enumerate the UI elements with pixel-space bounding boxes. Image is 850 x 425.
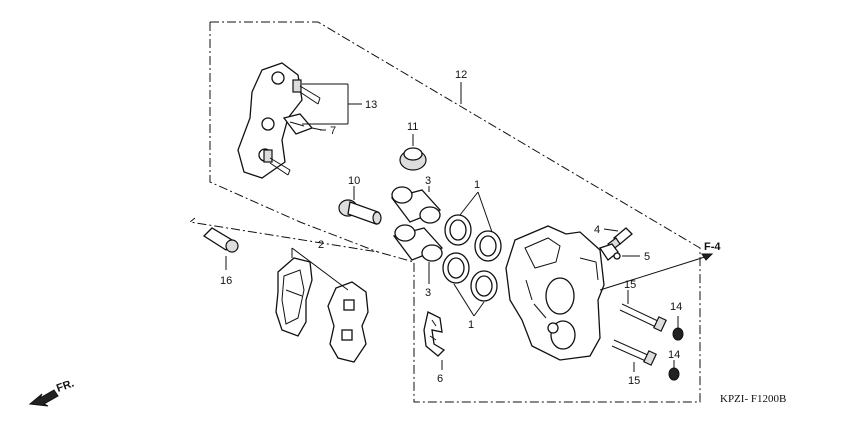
dust-boot: [399, 134, 427, 171]
callout-lines-2: [291, 247, 349, 291]
pin-bolt: [338, 186, 382, 225]
section-ref-arrow: [599, 253, 714, 291]
callout-1-bottom: 1: [468, 319, 474, 331]
seal-ring-2: [474, 230, 502, 262]
piston-lower: [392, 224, 444, 262]
mounting-bolt: [202, 227, 239, 270]
callout-10: 10: [348, 175, 360, 187]
callout-5: 5: [644, 251, 650, 263]
seal-ring-1: [444, 214, 472, 246]
drawing-code: KPZI- F1200B: [720, 393, 786, 405]
callout-13: 13: [365, 99, 377, 111]
pad-pin-lower: [611, 339, 657, 372]
callout-15-bottom: 15: [628, 375, 640, 387]
pad-pin-upper: [619, 290, 667, 332]
pin-plug-lower: [668, 360, 680, 381]
seal-ring-4: [470, 270, 498, 302]
callout-15-top: 15: [624, 279, 636, 291]
callout-6: 6: [437, 373, 443, 385]
seal-ring-3: [442, 252, 470, 284]
callout-14-bottom: 14: [668, 349, 680, 361]
callout-lines-13-7: [302, 83, 362, 131]
caliper-body: [505, 225, 605, 361]
callout-16: 16: [220, 275, 232, 287]
callout-12: 12: [455, 69, 467, 81]
front-direction-label: FR.: [55, 377, 76, 394]
pad-spring: [423, 311, 446, 370]
callout-lines-1: [453, 191, 493, 317]
callout-3-top: 3: [425, 175, 431, 187]
front-direction-arrow: [28, 389, 59, 407]
piston-upper: [390, 186, 442, 224]
brake-pad-inner: [275, 257, 313, 337]
callout-3-bottom: 3: [425, 287, 431, 299]
callout-4: 4: [594, 224, 600, 236]
callout-2: 2: [318, 239, 324, 251]
brake-pad-outer: [327, 281, 369, 363]
callout-14-top: 14: [670, 301, 682, 313]
pin-plug-upper: [672, 316, 684, 341]
callout-11: 11: [407, 121, 418, 133]
assembly-boundary: [188, 21, 701, 403]
section-ref-label: F-4: [704, 241, 721, 253]
bleed-cap: [598, 243, 640, 261]
callout-1-top: 1: [474, 179, 480, 191]
callout-7: 7: [330, 125, 336, 137]
caliper-bracket: [237, 62, 321, 179]
